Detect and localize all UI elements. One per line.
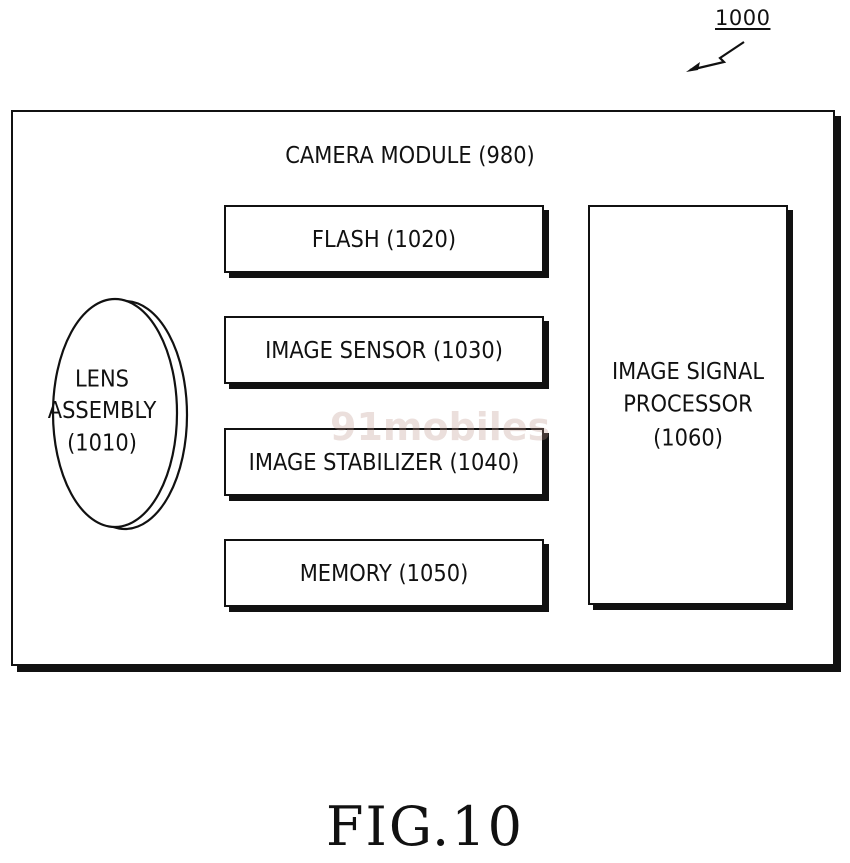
- lens-assembly-label: LENS ASSEMBLY (1010): [47, 365, 157, 456]
- figure-reference-number: 1000: [715, 6, 771, 30]
- memory-block: MEMORY (1050): [224, 539, 544, 607]
- flash-label: FLASH (1020): [311, 225, 457, 253]
- lens-assembly-shape: [51, 297, 189, 531]
- image-sensor-block: IMAGE SENSOR (1030): [224, 316, 544, 384]
- image-signal-processor-block: IMAGE SIGNAL PROCESSOR (1060): [588, 205, 788, 605]
- image-stabilizer-block: IMAGE STABILIZER (1040): [224, 428, 544, 496]
- image-stabilizer-label: IMAGE STABILIZER (1040): [248, 448, 520, 476]
- watermark: 91mobiles: [330, 405, 551, 449]
- camera-module-title: CAMERA MODULE (980): [285, 141, 535, 169]
- flash-block: FLASH (1020): [224, 205, 544, 273]
- image-sensor-label: IMAGE SENSOR (1030): [265, 336, 503, 364]
- reference-arrow-icon: [686, 41, 745, 72]
- memory-label: MEMORY (1050): [299, 559, 469, 587]
- image-signal-processor-label: IMAGE SIGNAL PROCESSOR (1060): [611, 357, 765, 451]
- figure-caption: FIG.10: [326, 795, 524, 858]
